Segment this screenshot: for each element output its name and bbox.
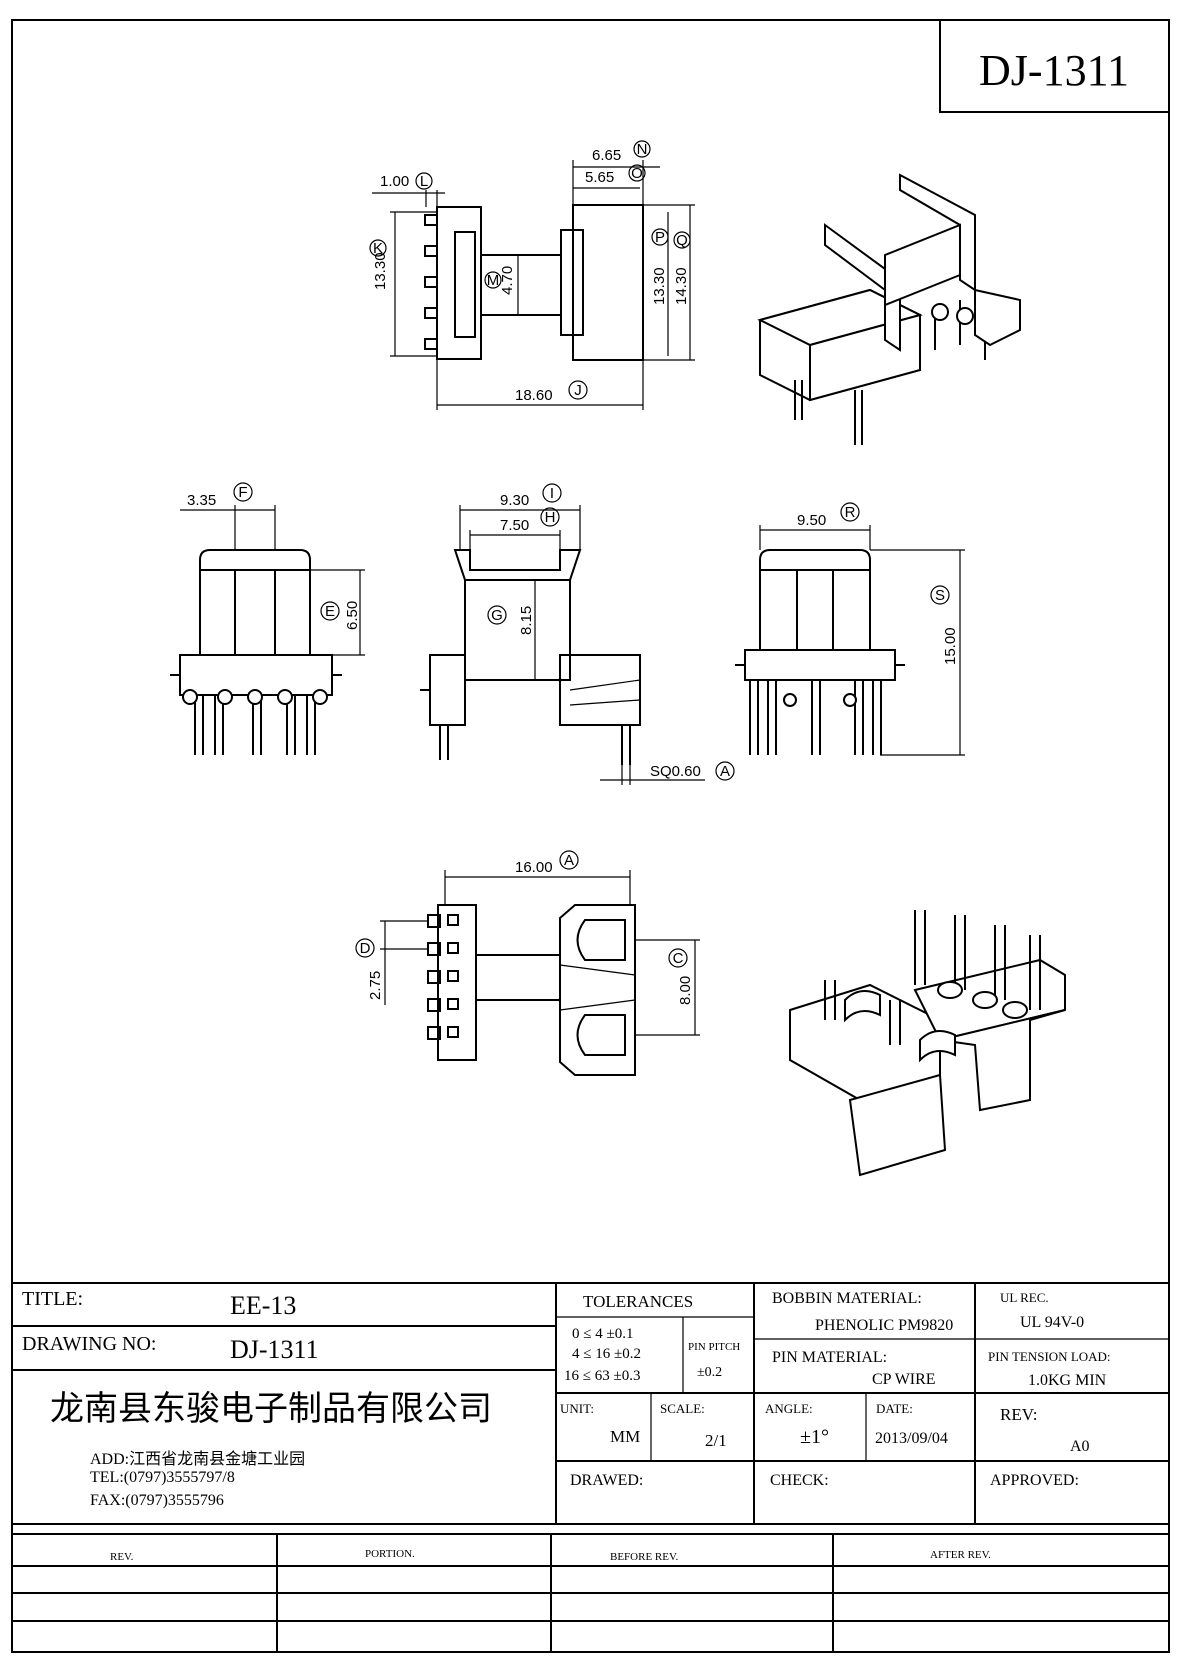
- tag-l: L: [420, 173, 428, 190]
- tag-e: E: [325, 603, 335, 620]
- view-iso-top: [757, 173, 1021, 445]
- rev-col-header: REV.: [110, 1551, 134, 1563]
- drawing-no-label: DRAWING NO:: [22, 1333, 157, 1355]
- approved-label: APPROVED:: [990, 1472, 1079, 1489]
- drawed-label: DRAWED:: [570, 1472, 643, 1489]
- tag-s: S: [935, 587, 945, 604]
- tol-row-1: 0 ≤ 4 ±0.1: [572, 1326, 633, 1342]
- ul-rec-value: UL 94V-0: [1020, 1314, 1084, 1331]
- view-iso-bottom: [789, 910, 1066, 1177]
- dim-height-13-30-left: 13.30: [372, 252, 389, 290]
- bobbin-material-value: PHENOLIC PM9820: [815, 1317, 953, 1334]
- dim-9-50: 9.50: [797, 512, 826, 529]
- drawing-code-box: [939, 19, 1170, 113]
- dim-16-00: 16.00: [515, 859, 553, 876]
- before-rev-col-header: BEFORE REV.: [610, 1551, 679, 1563]
- pin-tension-value: 1.0KG MIN: [1028, 1372, 1107, 1389]
- unit-label: UNIT:: [560, 1401, 594, 1416]
- tol-row-2: 4 ≤ 16 ±0.2: [572, 1346, 641, 1362]
- scale-value: 2/1: [705, 1431, 727, 1450]
- dim-15-00: 15.00: [942, 627, 959, 665]
- angle-value: ±1°: [800, 1426, 829, 1448]
- tag-p: P: [655, 229, 665, 246]
- bobbin-material-label: BOBBIN MATERIAL:: [772, 1290, 922, 1307]
- dim-2-75: 2.75: [367, 971, 384, 1000]
- after-rev-col-header: AFTER REV.: [930, 1549, 991, 1561]
- dim-9-30: 9.30: [500, 492, 529, 509]
- title-label: TITLE:: [22, 1288, 83, 1310]
- dim-pitch-1-00: 1.00: [380, 173, 409, 190]
- dim-flange-6-65: 6.65: [592, 147, 621, 164]
- company-fax: FAX:(0797)3555796: [90, 1492, 224, 1509]
- dim-height-13-30-right: 13.30: [651, 267, 668, 305]
- dim-3-35: 3.35: [187, 492, 216, 509]
- portion-col-header: PORTION.: [365, 1548, 415, 1560]
- pin-pitch-label: PIN PITCH: [688, 1341, 740, 1353]
- view-middle-left: 3.35 6.50 F E: [170, 482, 365, 755]
- title-value: EE-13: [230, 1291, 296, 1320]
- company-tel: TEL:(0797)3555797/8: [90, 1469, 235, 1486]
- drawing-code: DJ-1311: [979, 46, 1129, 95]
- tag-a-bottom: A: [564, 852, 574, 869]
- drawing-no-value: DJ-1311: [230, 1335, 319, 1364]
- sheet-border: [11, 19, 1170, 1653]
- ul-rec-label: UL REC.: [1000, 1290, 1049, 1305]
- scale-label: SCALE:: [660, 1401, 705, 1416]
- revision-table: REV. PORTION. BEFORE REV. AFTER REV.: [12, 1533, 1169, 1652]
- tag-c: C: [673, 950, 684, 967]
- tol-row-3: 16 ≤ 63 ±0.3: [564, 1368, 640, 1384]
- view-middle-center: 9.30 7.50 8.15 SQ0.60 I H G A: [420, 483, 735, 785]
- tag-r: R: [845, 504, 856, 521]
- check-label: CHECK:: [770, 1472, 829, 1489]
- tag-n: N: [637, 141, 648, 158]
- dim-flange-5-65: 5.65: [585, 169, 614, 186]
- dim-sq0-60: SQ0.60: [650, 763, 701, 780]
- dim-7-50: 7.50: [500, 517, 529, 534]
- title-block: TITLE: EE-13 DRAWING NO: DJ-1311 龙南县东骏电子…: [12, 1282, 1169, 1525]
- tag-a-sq: A: [720, 763, 730, 780]
- rev-label: REV:: [1000, 1405, 1037, 1424]
- view-middle-right: 9.50 15.00 R S: [735, 502, 965, 756]
- angle-label: ANGLE:: [765, 1401, 813, 1416]
- dim-8-00: 8.00: [677, 976, 694, 1005]
- tag-g: G: [491, 607, 503, 624]
- tag-j: J: [574, 382, 582, 399]
- dim-height-14-30: 14.30: [673, 267, 690, 305]
- pin-material-label: PIN MATERIAL:: [772, 1349, 887, 1366]
- tag-q: Q: [676, 232, 688, 249]
- tag-d: D: [360, 940, 371, 957]
- dim-6-50: 6.50: [344, 601, 361, 630]
- tolerances-label: TOLERANCES: [583, 1292, 693, 1311]
- company-address: ADD:江西省龙南县金塘工业园: [90, 1450, 305, 1468]
- dim-8-15: 8.15: [518, 606, 535, 635]
- tag-h: H: [545, 509, 556, 526]
- pin-tension-label: PIN TENSION LOAD:: [988, 1349, 1111, 1364]
- company-name: 龙南县东骏电子制品有限公司: [50, 1390, 492, 1428]
- view-bottom: 16.00 2.75 8.00 A D C: [355, 850, 700, 1076]
- tag-f: F: [238, 484, 247, 501]
- pin-material-value: CP WIRE: [872, 1371, 936, 1388]
- tag-k: K: [373, 240, 383, 257]
- dim-total-18-60: 18.60: [515, 387, 553, 404]
- tag-i: I: [550, 485, 554, 502]
- date-value: 2013/09/04: [875, 1430, 948, 1447]
- tag-o: O: [631, 165, 643, 182]
- date-label: DATE:: [876, 1401, 913, 1416]
- tag-m: M: [487, 272, 500, 289]
- rev-value: A0: [1070, 1438, 1090, 1455]
- unit-value: MM: [610, 1427, 640, 1446]
- view-top-left: 1.00 13.30 4.70 6.65 5.65 13.30 14.30 18…: [369, 140, 695, 410]
- pin-pitch-value: ±0.2: [697, 1365, 722, 1380]
- dim-core-4-70: 4.70: [499, 266, 516, 295]
